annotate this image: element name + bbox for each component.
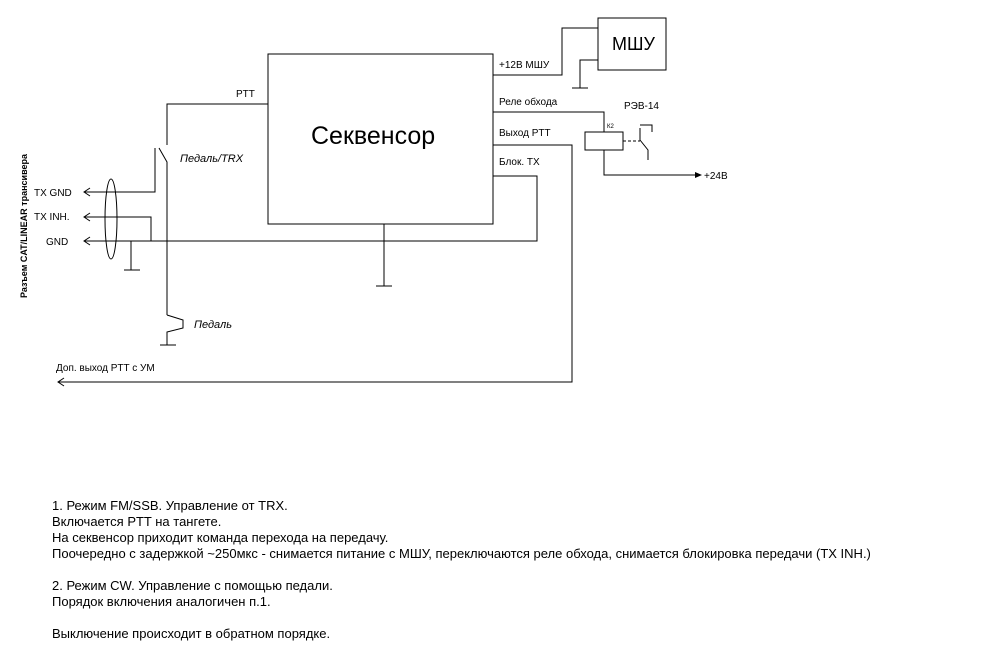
aux-output-arrow (57, 377, 65, 387)
lna-power-wire (493, 27, 598, 76)
pin-tx-inh-wire (85, 216, 152, 241)
relay-type-label: РЭВ-14 (624, 101, 659, 112)
supply-label: +24В (704, 171, 728, 182)
bypass-relay-label: Реле обхода (499, 96, 558, 108)
note-spacer (52, 562, 871, 578)
sequencer-block (267, 53, 494, 225)
note-line: Включается PTT на тангете. (52, 514, 222, 529)
pin-tx-inh-arrow (83, 212, 91, 222)
pedal-trx-label: Педаль/TRX (180, 153, 244, 165)
bypass-relay-wire (493, 111, 605, 132)
pedal-trx-switch (158, 147, 168, 315)
ptt-in-label: PTT (236, 89, 255, 100)
sequencer-label: Секвенсор (311, 122, 435, 150)
note-line: На секвенсор приходит команда перехода н… (52, 530, 389, 545)
pedal-label: Педаль (194, 319, 232, 331)
note-line: 2. Режим CW. Управление с помощью педали… (52, 578, 333, 593)
ptt-in-wire (166, 103, 268, 145)
note-line: Выключение происходит в обратном порядке… (52, 626, 331, 641)
relay-ref-label: К2 (607, 124, 614, 130)
lna-power-label: +12В МШУ (499, 60, 550, 71)
notes-section: 1. Режим FM/SSB. Управление от TRX. Вклю… (52, 498, 871, 642)
connector-pin-tx-inh: TX INH. (34, 212, 70, 223)
tx-block-label: Блок. ТХ (499, 157, 540, 168)
pedal-trx-return (85, 148, 156, 193)
pin-tx-gnd-arrow (83, 187, 91, 197)
lna-ground-wire (579, 59, 598, 88)
note-spacer (52, 610, 871, 626)
pin-gnd-wire (120, 240, 132, 270)
relay-supply-wire (603, 150, 695, 176)
pin-gnd-arrow (83, 236, 91, 246)
aux-output-label: Доп. выход PTT с УМ (56, 363, 155, 374)
pedal-switch (166, 314, 184, 345)
connector-title: Разъем CAT/LINEAR трансивера (19, 153, 29, 298)
supply-arrow (695, 172, 702, 178)
lna-label: МШУ (612, 34, 655, 54)
relay-coil (584, 131, 624, 151)
ptt-out-label: Выход PTT (499, 128, 551, 139)
note-line: 1. Режим FM/SSB. Управление от TRX. (52, 498, 288, 513)
relay-contact-switch (639, 128, 649, 160)
relay-contact-upper (640, 124, 653, 132)
cable-shield (104, 178, 118, 260)
lna-block (597, 17, 667, 71)
connector-pin-gnd: GND (46, 237, 68, 248)
connector-pin-tx-gnd: TX GND (34, 188, 72, 199)
tx-block-wire (85, 175, 538, 242)
note-line: Порядок включения аналогичен п.1. (52, 594, 271, 609)
ptt-out-wire (58, 144, 573, 383)
note-line: Поочередно с задержкой ~250мкс - снимает… (52, 546, 871, 561)
